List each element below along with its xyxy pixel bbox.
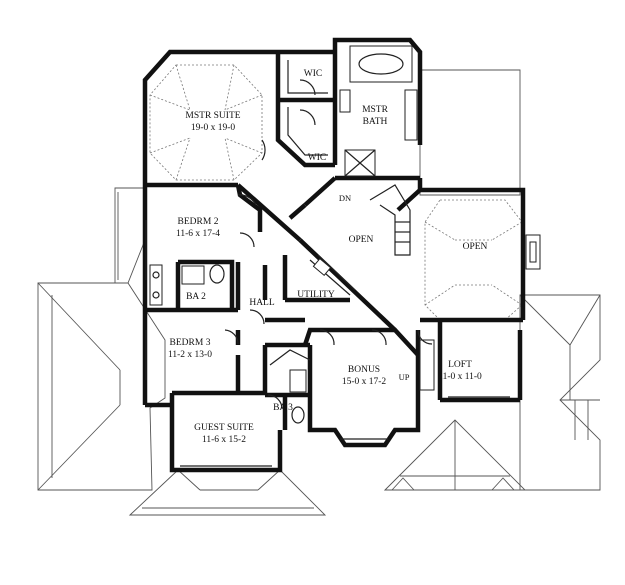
bedrm2-dims: 11-6 x 17-4 xyxy=(176,229,220,239)
guest-suite-name: GUEST SUITE xyxy=(194,423,254,433)
ba3-name: BA 3 xyxy=(273,403,293,413)
mstr-suite-dims: 19-0 x 19-0 xyxy=(191,123,236,133)
bedrm2-name: BEDRM 2 xyxy=(178,217,219,227)
mstr-bath-name-2: BATH xyxy=(363,117,388,127)
roof-lines xyxy=(37,69,601,516)
bonus-dims: 15-0 x 17-2 xyxy=(342,377,387,387)
bedrm3-name: BEDRM 3 xyxy=(170,338,211,348)
hall-name: HALL xyxy=(249,298,275,308)
loft-name: LOFT xyxy=(448,360,472,370)
open-left-name: OPEN xyxy=(349,235,374,245)
wic-bottom-name: WIC xyxy=(308,153,326,163)
bonus-name: BONUS xyxy=(348,365,380,375)
walls xyxy=(142,37,526,473)
room-labels: MSTR SUITE 19-0 x 19-0 WIC WIC MSTR BATH… xyxy=(168,69,488,445)
ceiling-details xyxy=(149,64,523,321)
open-right-name: OPEN xyxy=(463,242,488,252)
mstr-bath-name: MSTR xyxy=(362,105,389,115)
wic-top-name: WIC xyxy=(304,69,322,79)
stair-dn-label: DN xyxy=(339,193,351,203)
utility-name: UTILITY xyxy=(297,290,335,300)
stair-up-label: UP xyxy=(399,372,410,382)
fixtures xyxy=(145,45,541,467)
mstr-suite-name: MSTR SUITE xyxy=(185,111,240,121)
ba2-name: BA 2 xyxy=(186,292,206,302)
loft-dims: 11-0 x 11-0 xyxy=(438,372,482,382)
guest-suite-dims: 11-6 x 15-2 xyxy=(202,435,246,445)
bedrm3-dims: 11-2 x 13-0 xyxy=(168,350,212,360)
